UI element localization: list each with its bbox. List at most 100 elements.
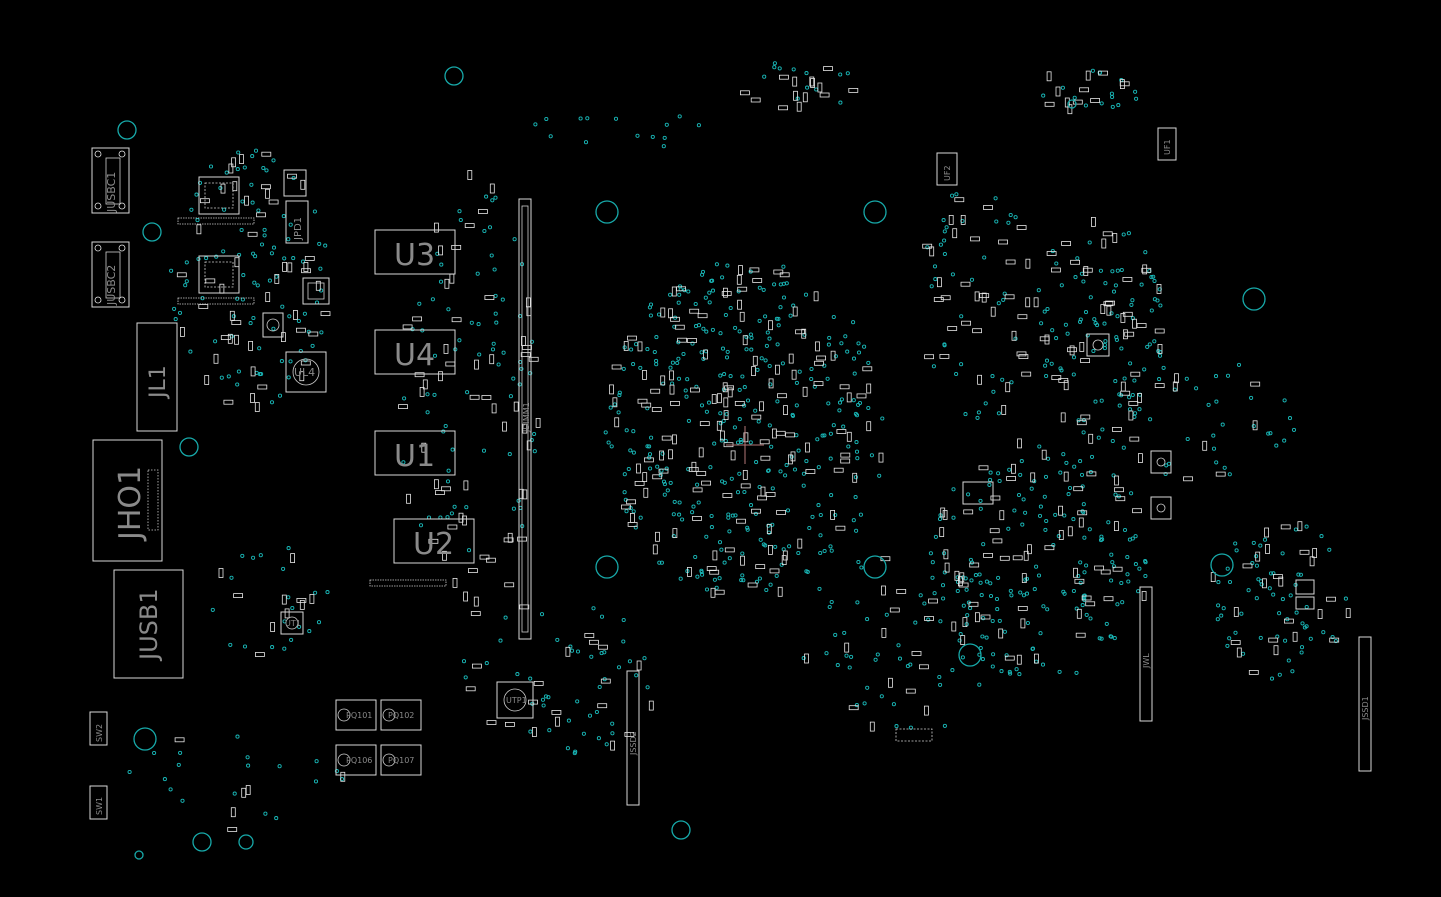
smd-pad bbox=[696, 471, 707, 476]
component-jdimm1[interactable]: JDIMM1 bbox=[518, 198, 532, 640]
component-jusb1[interactable]: JUSB1 bbox=[113, 569, 184, 679]
via bbox=[1152, 278, 1157, 284]
chip-near-ul4[interactable] bbox=[262, 277, 330, 338]
component-jpd1[interactable]: JPD1 bbox=[283, 169, 309, 244]
component-jssd2[interactable]: JSSD2 bbox=[626, 670, 640, 806]
via bbox=[988, 477, 993, 482]
smd-pad bbox=[489, 183, 495, 194]
smd-pad bbox=[451, 244, 462, 250]
via bbox=[1304, 524, 1309, 529]
via bbox=[996, 301, 1001, 306]
via bbox=[1018, 590, 1023, 595]
component-jl1[interactable]: JL1 bbox=[136, 322, 178, 432]
smd-pad bbox=[1090, 98, 1100, 103]
smd-pad bbox=[752, 355, 758, 366]
smd-pad bbox=[1044, 545, 1055, 551]
component-pq107[interactable]: PQ107 bbox=[380, 744, 422, 776]
component-ul4[interactable]: UL4 bbox=[285, 351, 327, 393]
via bbox=[714, 585, 719, 590]
component-pq101[interactable]: PQ101 bbox=[335, 699, 377, 731]
via bbox=[933, 277, 938, 282]
smd-pad bbox=[1098, 70, 1108, 76]
smd-pad bbox=[1018, 354, 1029, 360]
via bbox=[240, 553, 245, 558]
via bbox=[837, 400, 843, 405]
smd-pad bbox=[768, 545, 773, 555]
mounting-hole bbox=[192, 832, 212, 852]
via bbox=[634, 342, 639, 347]
via bbox=[417, 301, 422, 306]
via bbox=[833, 354, 838, 359]
via bbox=[1001, 297, 1006, 302]
component-ut1[interactable]: UT1 bbox=[280, 611, 304, 635]
label-jusbc2: JUSBC2 bbox=[105, 265, 118, 306]
component-jho1[interactable]: JHO1 bbox=[92, 439, 163, 562]
component-u1[interactable]: U1 bbox=[374, 430, 456, 476]
component-jusbc1[interactable]: JUSBC1 bbox=[91, 147, 130, 214]
component-pq102[interactable]: PQ102 bbox=[380, 699, 422, 731]
via bbox=[1280, 597, 1285, 602]
via bbox=[1184, 376, 1189, 381]
via bbox=[784, 281, 789, 286]
via bbox=[812, 384, 817, 389]
component-sw1[interactable]: SW1 bbox=[89, 785, 108, 820]
component-uf1[interactable]: UF1 bbox=[1157, 127, 1177, 161]
via bbox=[708, 465, 713, 470]
via bbox=[1029, 486, 1034, 491]
smd-pad bbox=[1278, 576, 1284, 587]
via bbox=[578, 116, 583, 121]
component-uf2[interactable]: UF2 bbox=[936, 152, 958, 186]
via bbox=[995, 607, 1000, 612]
via bbox=[932, 591, 937, 596]
via bbox=[432, 353, 438, 358]
smd-pad bbox=[535, 417, 541, 428]
smd-pad bbox=[652, 474, 663, 480]
via bbox=[729, 476, 734, 481]
component-u2[interactable]: U2 bbox=[393, 518, 475, 564]
via bbox=[587, 713, 593, 718]
component-u4[interactable]: U4 bbox=[374, 329, 456, 375]
via bbox=[781, 295, 787, 300]
smd-pad bbox=[609, 384, 614, 395]
via bbox=[754, 460, 759, 465]
via bbox=[809, 376, 814, 382]
via bbox=[1133, 534, 1138, 539]
via bbox=[994, 219, 999, 224]
smd-pad bbox=[1273, 574, 1283, 579]
component-u3[interactable]: U3 bbox=[374, 229, 456, 275]
via bbox=[938, 682, 943, 687]
label-jssd1: JSSD1 bbox=[1361, 696, 1370, 721]
component-pq106[interactable]: PQ106 bbox=[335, 744, 377, 776]
via bbox=[789, 454, 794, 459]
via bbox=[1109, 311, 1114, 316]
chip-usb-controller-1[interactable] bbox=[198, 176, 240, 215]
via bbox=[1036, 573, 1042, 578]
component-sw2[interactable]: SW2 bbox=[89, 711, 108, 746]
via bbox=[251, 555, 256, 560]
smd-pad bbox=[320, 311, 331, 317]
smd-pad bbox=[421, 442, 427, 453]
chip-right-cluster[interactable] bbox=[962, 333, 1315, 610]
via bbox=[1214, 460, 1219, 465]
component-jwl[interactable]: JWL bbox=[1139, 586, 1153, 722]
smd-pad bbox=[699, 421, 710, 427]
via bbox=[1113, 492, 1118, 497]
via bbox=[712, 577, 717, 582]
via bbox=[1147, 342, 1152, 347]
smd-pad bbox=[463, 591, 469, 602]
via bbox=[183, 283, 188, 288]
smd-pad bbox=[1025, 297, 1031, 308]
smd-pad bbox=[747, 582, 758, 588]
smd-pad bbox=[300, 360, 311, 366]
via bbox=[296, 318, 301, 324]
via bbox=[1299, 650, 1304, 655]
component-utp1[interactable]: UTP1 bbox=[496, 681, 534, 719]
via bbox=[853, 411, 858, 416]
component-jusbc2[interactable]: JUSBC2 bbox=[91, 241, 130, 308]
via bbox=[774, 316, 779, 321]
component-jssd1[interactable]: JSSD1 bbox=[1358, 636, 1372, 772]
chip-usb-controller-2[interactable] bbox=[198, 255, 240, 294]
via bbox=[818, 550, 823, 556]
via bbox=[1024, 591, 1030, 596]
